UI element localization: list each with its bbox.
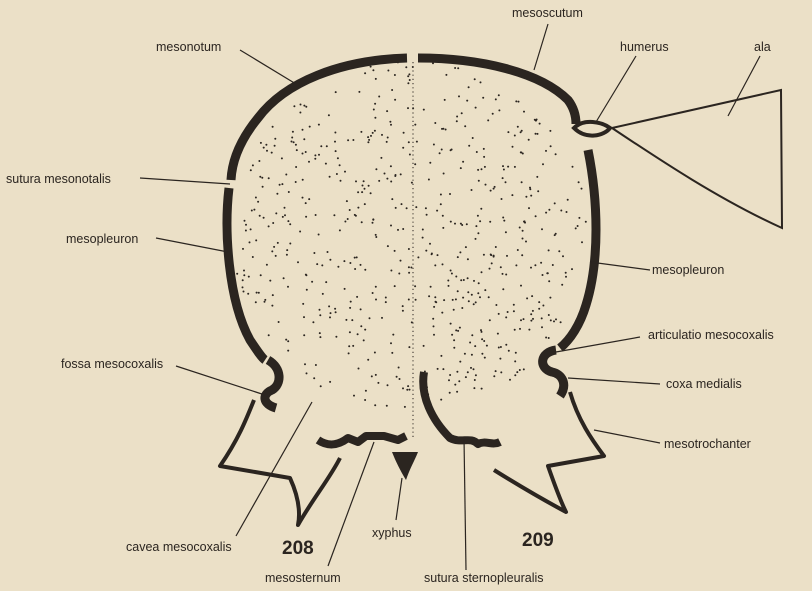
label-mesopleuron-right: mesopleuron — [652, 263, 724, 277]
humerus-joint — [574, 122, 610, 136]
left-sternal-plate — [318, 436, 406, 444]
leader-mesonotum — [240, 50, 296, 84]
leader-sutura-sternopleuralis — [464, 438, 466, 570]
leader-mesopleuron-right — [590, 262, 650, 270]
label-mesoscutum: mesoscutum — [512, 6, 583, 20]
label-xyphus: xyphus — [372, 526, 412, 540]
label-coxa-medialis: coxa medialis — [666, 377, 742, 391]
label-humerus: humerus — [620, 40, 669, 54]
wing-ala — [612, 90, 782, 228]
leader-sutura-mesonotalis — [140, 178, 230, 184]
leader-coxa-medialis — [568, 378, 660, 384]
figure-number-208: 208 — [282, 538, 314, 559]
leader-xyphus — [396, 478, 402, 520]
mesoscutum-wall — [418, 58, 576, 124]
label-ala: ala — [754, 40, 771, 54]
coxa-left — [220, 400, 340, 525]
right-sternal-lobe — [423, 372, 500, 444]
leader-humerus — [596, 56, 636, 122]
label-mesotrochanter: mesotrochanter — [664, 437, 751, 451]
mesonotum-wall — [231, 58, 407, 180]
fossa-mesocoxalis — [265, 360, 279, 408]
figure-number-209: 209 — [522, 530, 554, 551]
label-fossa-mesocoxalis: fossa mesocoxalis — [61, 357, 163, 371]
label-articulatio-mesocoxalis: articulatio mesocoxalis — [648, 328, 774, 342]
label-mesonotum: mesonotum — [156, 40, 221, 54]
leader-mesotrochanter — [594, 430, 660, 443]
label-mesopleuron-left: mesopleuron — [66, 232, 138, 246]
leader-fossa — [176, 366, 268, 396]
leader-mesosternum — [328, 442, 374, 566]
label-mesosternum: mesosternum — [265, 571, 341, 585]
xyphus-shape — [392, 452, 418, 480]
label-sutura-sternopleuralis: sutura sternopleuralis — [424, 571, 544, 585]
articulatio-mesocoxalis — [543, 350, 564, 396]
label-sutura-mesonotalis: sutura mesonotalis — [6, 172, 111, 186]
label-cavea-mesocoxalis: cavea mesocoxalis — [126, 540, 232, 554]
mesopleuron-wall-right — [560, 150, 596, 348]
mesopleuron-wall-left — [227, 188, 265, 360]
leader-mesopleuron-left — [156, 238, 228, 252]
coxa-right — [494, 392, 604, 512]
leader-mesoscutum — [534, 24, 548, 70]
